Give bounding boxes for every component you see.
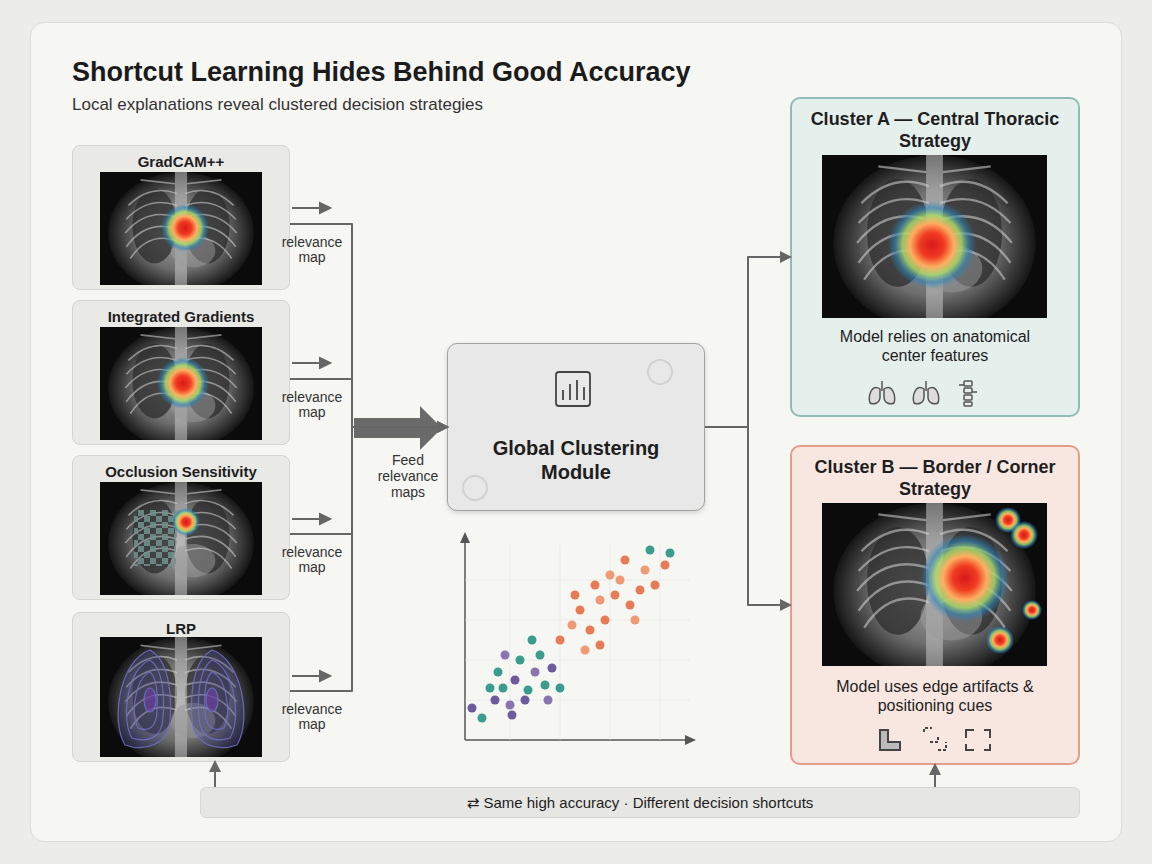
node-body: Model uses edge artifacts & positioning … (822, 677, 1048, 715)
node-heading: Cluster B — Border / Corner Strategy (804, 457, 1066, 500)
connector-arrow (290, 379, 447, 427)
method-card: GradCAM++ (72, 145, 290, 290)
title: Shortcut Learning Hides Behind Good Accu… (72, 57, 691, 88)
connector-arrow (934, 765, 936, 787)
merge-arrow (354, 406, 442, 450)
node-heading: GradCAM++ (73, 153, 289, 171)
module-box: Global Clustering Module (447, 343, 705, 511)
subtitle: Local explanations reveal clustered deci… (72, 95, 772, 115)
chart-icon (556, 372, 590, 406)
anatomy-icons (869, 381, 977, 406)
gear-decoration (463, 360, 672, 500)
cluster-box: Cluster A — Central Thoracic StrategyMod… (790, 97, 1080, 417)
scatter-plot (460, 532, 696, 745)
corner-icons (880, 728, 990, 750)
connector-arrow (290, 427, 447, 534)
connector-arrow (214, 762, 216, 787)
method-card: Occlusion Sensitivity (72, 455, 290, 600)
xray-image (822, 155, 1047, 331)
summary-band: ⇄ Same high accuracy · Different decisio… (200, 787, 1080, 818)
flow-label: Feed relevance maps (370, 452, 446, 500)
node-heading: Cluster A — Central Thoracic Strategy (804, 109, 1066, 152)
small-arrow (292, 203, 330, 681)
connector-arrow (290, 224, 447, 427)
xray-image (100, 637, 262, 766)
node-body: Model relies on anatomical center featur… (822, 327, 1048, 365)
xray-image (822, 503, 1047, 679)
xray-image (100, 172, 262, 294)
node-heading: LRP (73, 620, 289, 638)
cluster-box: Cluster B — Border / Corner StrategyMode… (790, 445, 1080, 765)
node-heading: ⇄ Same high accuracy · Different decisio… (211, 794, 1069, 812)
xray-image (100, 327, 262, 449)
method-card: Integrated Gradients (72, 300, 290, 445)
method-card: LRP (72, 612, 290, 762)
node-heading: Integrated Gradients (73, 308, 289, 326)
node-heading: Occlusion Sensitivity (73, 463, 289, 481)
node-heading: Global Clustering Module (478, 436, 674, 484)
connector-arrow (290, 427, 447, 691)
connector-arrow (705, 427, 790, 605)
xray-image (100, 482, 262, 604)
connector-arrow (705, 257, 790, 427)
